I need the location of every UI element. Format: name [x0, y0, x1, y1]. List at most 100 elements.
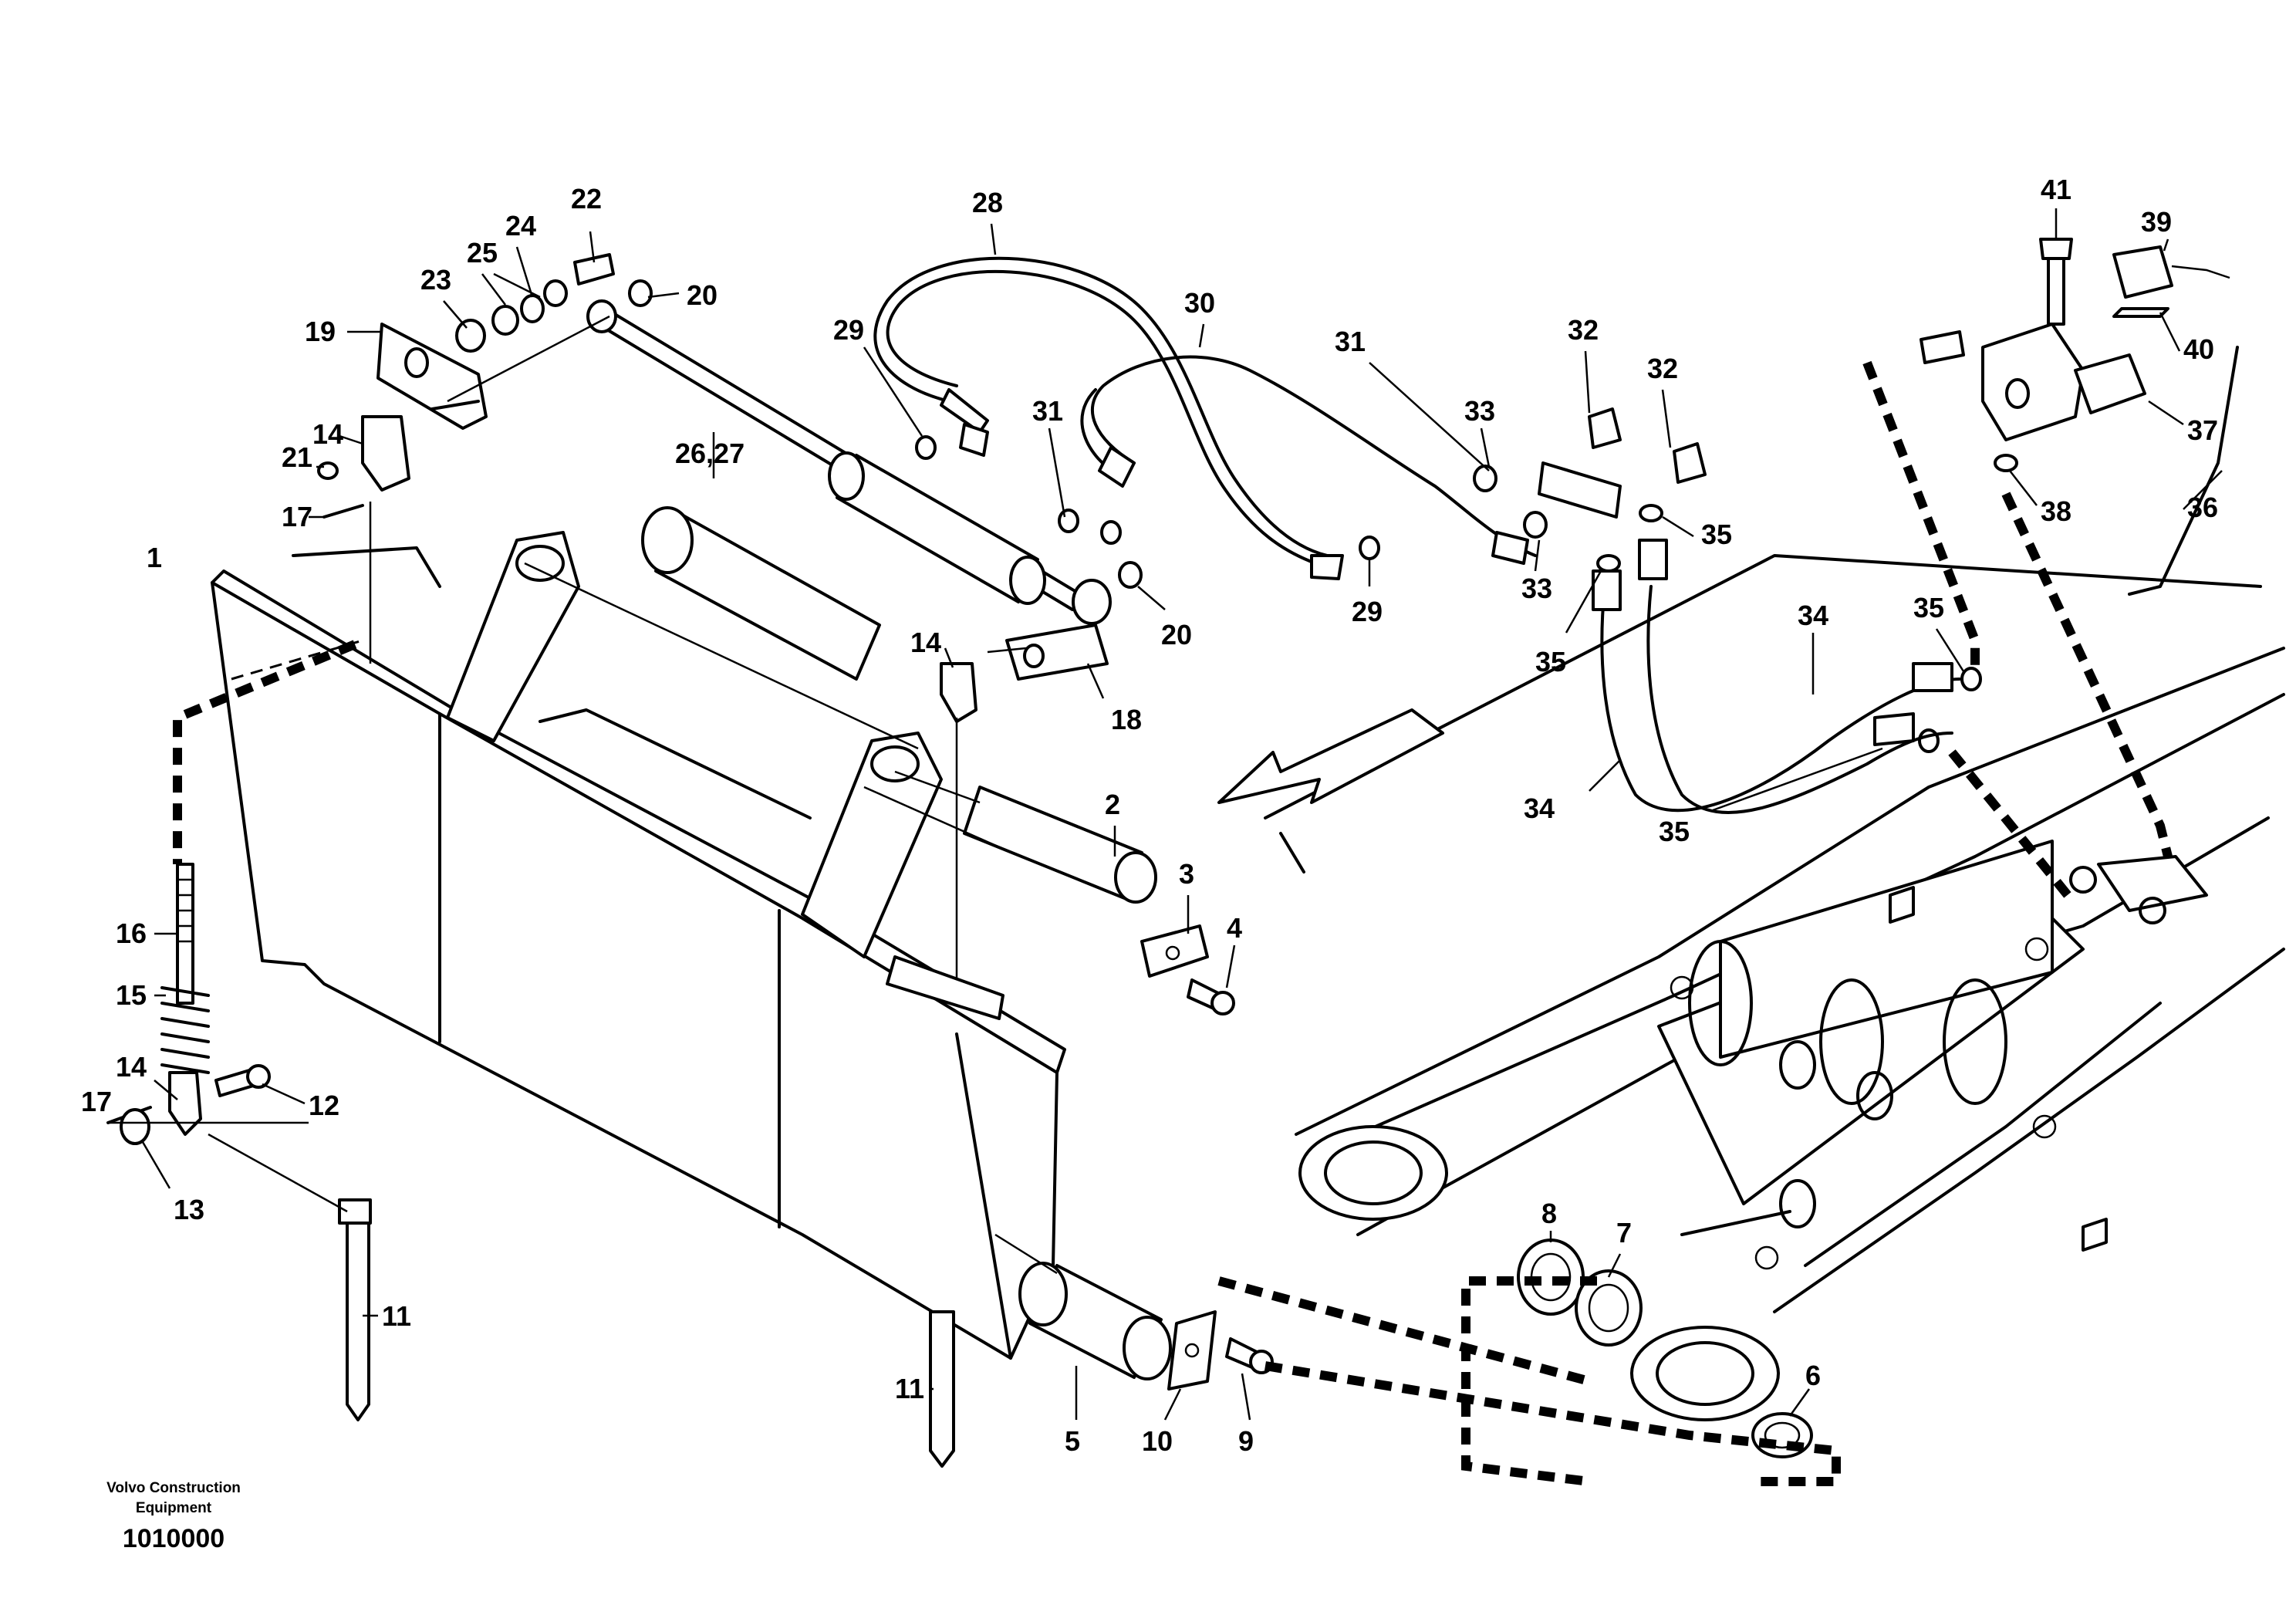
callout-36: 36	[2187, 492, 2218, 523]
callout-31-left: 31	[1032, 395, 1063, 427]
quick-coupler-frame	[211, 506, 1235, 1360]
assembly-guide-lines	[173, 315, 2173, 1486]
callout-4: 4	[1227, 912, 1242, 944]
seal-40	[2112, 307, 2169, 318]
callout-14-lower: 14	[116, 1051, 147, 1083]
callout-14-middle: 14	[910, 627, 941, 658]
mounting-lug-front	[801, 732, 943, 958]
callout-29-left: 29	[833, 314, 864, 346]
bolt-41	[2047, 253, 2065, 326]
stud-16	[176, 863, 194, 1005]
seal-7	[1575, 1269, 1643, 1347]
figure-number: 1010000	[122, 1524, 225, 1553]
bracket-19	[376, 323, 488, 430]
spacer-23	[455, 319, 486, 353]
callout-21: 21	[282, 441, 312, 473]
callout-35-right: 35	[1701, 519, 1732, 550]
callout-33-bottom: 33	[1521, 573, 1552, 604]
callout-6: 6	[1805, 1360, 1821, 1391]
plate-31	[1538, 461, 1622, 519]
solenoid-37	[2074, 353, 2146, 414]
callout-41: 41	[2041, 174, 2071, 205]
lock-cylinder	[586, 279, 1143, 625]
manufacturer-line-2: Equipment	[135, 1500, 212, 1516]
callout-16: 16	[116, 917, 147, 949]
callout-35-bottom: 35	[1659, 816, 1690, 847]
hose-28	[873, 256, 1329, 557]
callout-38: 38	[2041, 495, 2071, 527]
cable-tie-11-right	[929, 1310, 955, 1468]
callout-18: 18	[1111, 704, 1142, 735]
lock-plate-3	[1140, 924, 1209, 978]
manufacturer-label: Volvo Construction Equipment	[77, 1478, 270, 1519]
boom-bushing-front	[1630, 1326, 1780, 1421]
callout-25: 25	[467, 237, 498, 269]
ring-29-right	[1359, 536, 1380, 560]
callout-3: 3	[1179, 858, 1194, 890]
callout-13: 13	[174, 1194, 204, 1225]
clevis-14-lower	[168, 1071, 202, 1136]
callout-32-left: 32	[1568, 314, 1599, 346]
manufacturer-line-1: Volvo Construction	[106, 1480, 241, 1496]
callout-29-right: 29	[1352, 596, 1383, 627]
mounting-lug-rear	[446, 531, 580, 742]
callout-39: 39	[2141, 206, 2172, 238]
valve-block-kit	[1920, 238, 2239, 596]
callout-11-left: 11	[382, 1300, 411, 1332]
callout-2: 2	[1105, 789, 1120, 820]
cable-tie-11-left	[346, 1218, 370, 1421]
bolt-22	[573, 253, 615, 286]
callout-20-top: 20	[687, 279, 718, 311]
callout-20-lower: 20	[1161, 619, 1192, 650]
direction-arrow	[1217, 708, 1444, 804]
callout-22: 22	[571, 183, 602, 215]
clevis-14-mid	[940, 662, 977, 723]
callout-19: 19	[305, 316, 336, 347]
ring-38	[1994, 454, 2018, 472]
callout-33-top: 33	[1464, 395, 1495, 427]
callout-23: 23	[420, 264, 451, 296]
cylinder-body	[836, 454, 1039, 603]
callout-32-right: 32	[1647, 353, 1678, 384]
callout-37: 37	[2187, 414, 2218, 446]
valve-block-upper	[1981, 323, 2085, 441]
callout-35-left: 35	[1535, 646, 1566, 678]
valve-block-lower	[2097, 855, 2208, 912]
callout-7: 7	[1616, 1217, 1632, 1249]
spring-stud-assembly	[106, 863, 955, 1468]
elbow-32a	[1588, 407, 1622, 449]
callout-8: 8	[1541, 1198, 1557, 1229]
callout-26-27: 26,27	[675, 438, 745, 469]
leader-lines	[108, 208, 2223, 1421]
ring-29-left	[915, 435, 937, 460]
callout-10: 10	[1142, 1425, 1173, 1457]
callout-17-lower: 17	[81, 1086, 112, 1117]
callout-labels: 1 2 3 4 5 6 7 8 9 10 11 11 12 13 14 14 1…	[81, 174, 2218, 1457]
hinge-pin-hardware	[1018, 1238, 1643, 1391]
callout-15: 15	[116, 979, 147, 1011]
pin-hardware-upper	[317, 253, 1109, 723]
nut-13	[120, 1108, 150, 1145]
hose-34a	[1600, 585, 1961, 813]
callout-14-upper: 14	[312, 418, 343, 450]
lock-slot	[886, 955, 1004, 1020]
callout-9: 9	[1238, 1425, 1254, 1457]
callout-5: 5	[1065, 1425, 1080, 1457]
callout-12: 12	[309, 1090, 339, 1121]
connector-39	[2112, 245, 2173, 299]
clevis-14-top	[361, 415, 410, 492]
callout-30: 30	[1184, 287, 1215, 319]
lock-plate-10	[1167, 1310, 1217, 1391]
ring-20-lower	[1118, 561, 1143, 589]
callout-31-right: 31	[1335, 326, 1366, 357]
hose-34b	[1646, 585, 1953, 814]
spring-15	[160, 986, 210, 1074]
callout-28: 28	[972, 187, 1003, 218]
callout-1: 1	[147, 542, 162, 573]
ring-20-top	[628, 279, 653, 307]
callout-34-top: 34	[1798, 600, 1828, 631]
callout-24: 24	[505, 210, 536, 242]
callout-35-upper-right: 35	[1913, 592, 1944, 623]
elbow-32b	[1673, 442, 1707, 484]
